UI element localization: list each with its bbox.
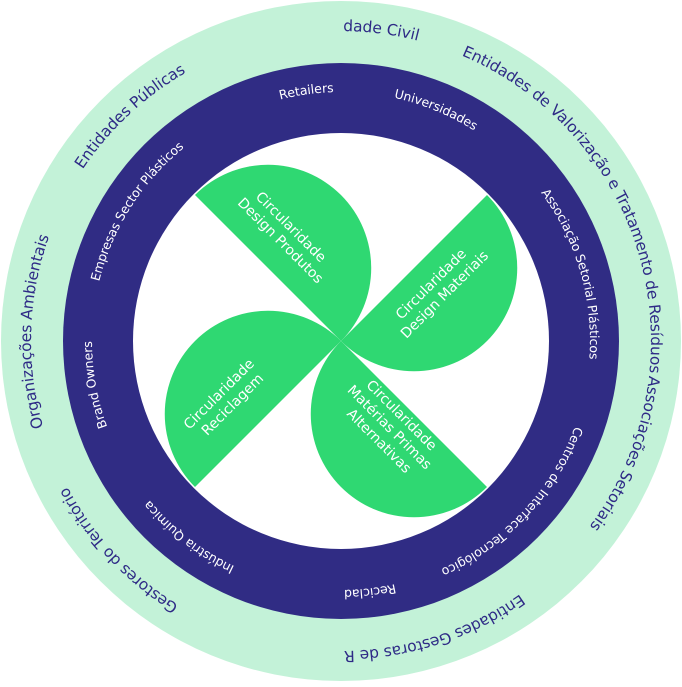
petal-materias-primas: [310, 341, 487, 518]
petal-reciclagem: [164, 310, 341, 487]
petal-group: [164, 164, 518, 518]
petal-design-materiais: [341, 195, 518, 372]
petal-design-produtos: [195, 164, 372, 341]
